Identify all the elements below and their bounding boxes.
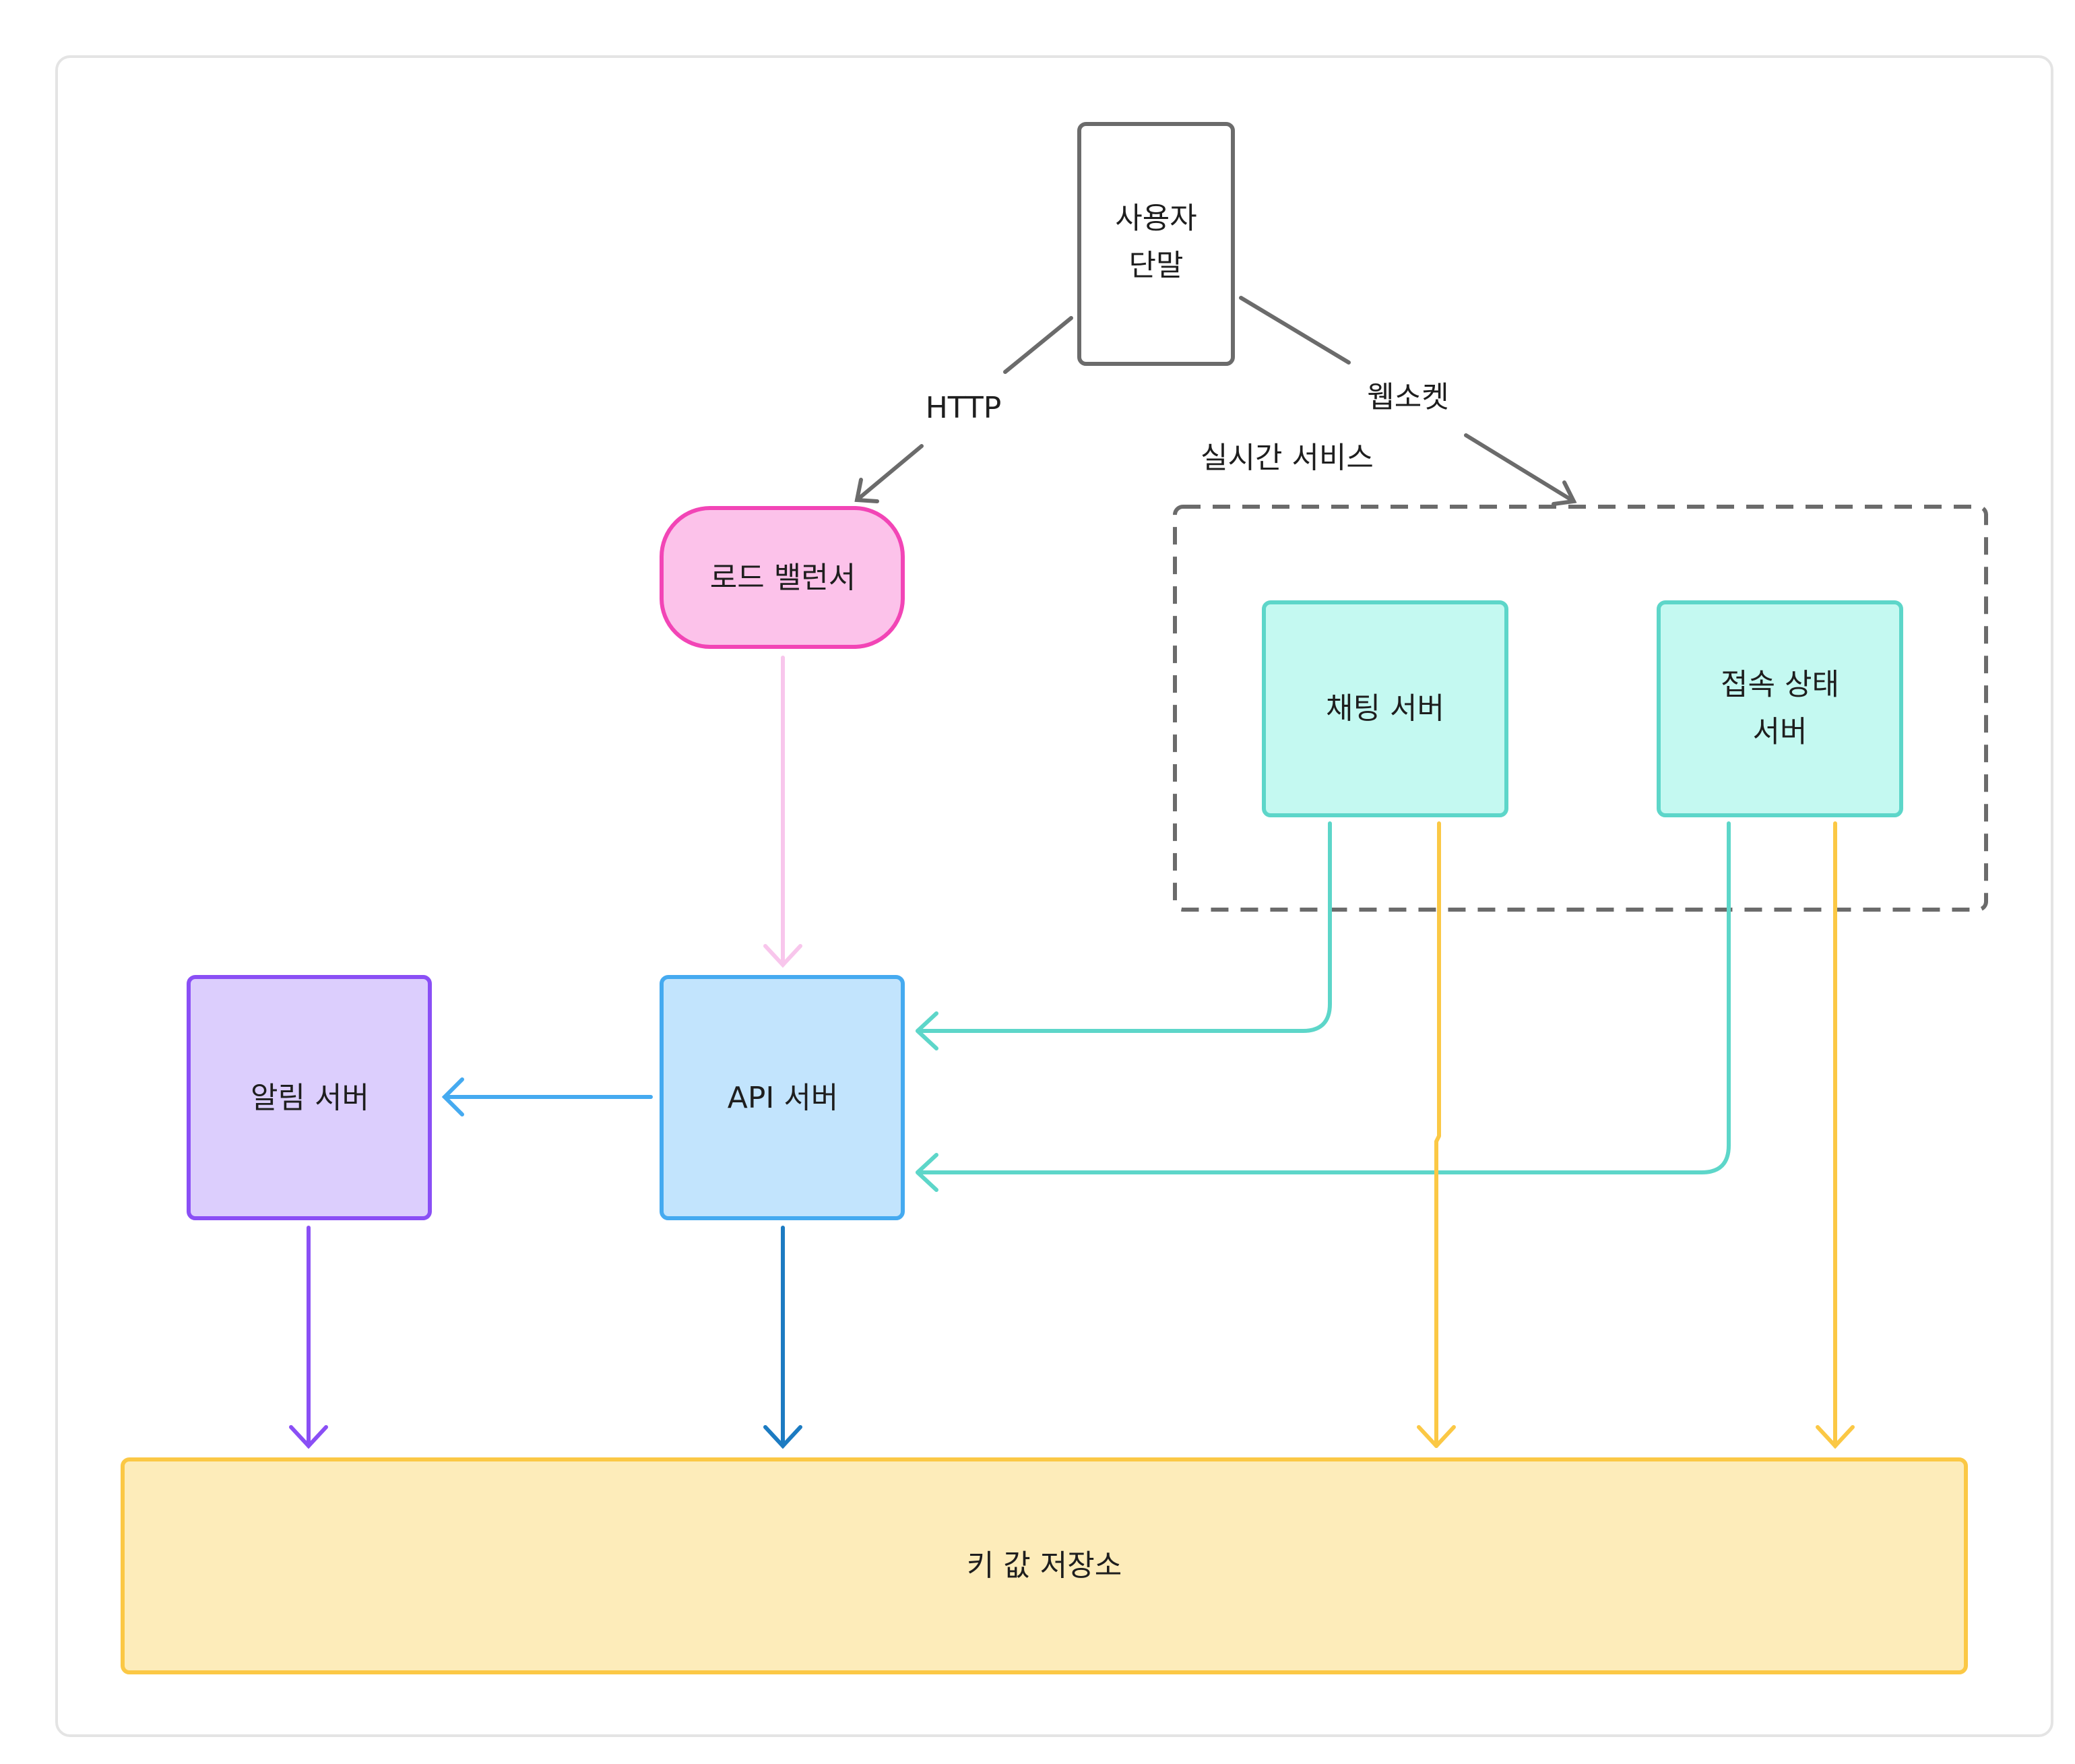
- load-balancer-node[interactable]: [660, 506, 905, 649]
- diagram-frame: [55, 55, 2053, 1737]
- presence-server-label-line2: 서버: [1752, 715, 1808, 749]
- api-server-node[interactable]: [660, 975, 905, 1220]
- websocket-edge-label: 웹소켓: [1367, 379, 1449, 414]
- user-device-node[interactable]: [1077, 122, 1235, 366]
- websocket-edge: [1239, 296, 1577, 506]
- notification-server-label: 알림 서버: [251, 1080, 369, 1115]
- chat-server-node[interactable]: [1262, 600, 1508, 817]
- load-balancer-label: 로드 밸런서: [709, 560, 856, 595]
- presence-server-label-line1: 접속 상태: [1721, 667, 1839, 702]
- api-server-label: API 서버: [727, 1080, 839, 1115]
- presence-to-kv-edge: [1816, 821, 1855, 1449]
- http-edge-label: HTTP: [925, 390, 1002, 425]
- api-to-notification-edge: [441, 1077, 653, 1116]
- presence-server-label: 접속 상태 서버: [1721, 662, 1839, 757]
- realtime-group-box: [1173, 505, 1988, 912]
- chat-to-kv-edge: [1417, 821, 1456, 1448]
- notification-to-kv-edge: [289, 1226, 328, 1449]
- realtime-group-label: 실시간 서비스: [1201, 440, 1374, 475]
- user-device-label: 사용자 단말: [1115, 195, 1196, 290]
- lb-to-api-edge: [763, 656, 802, 968]
- kv-store-label: 키 값 저장소: [966, 1548, 1122, 1583]
- notification-server-node[interactable]: [187, 975, 432, 1220]
- api-to-kv-edge: [763, 1226, 802, 1449]
- presence-server-node[interactable]: [1657, 600, 1903, 817]
- kv-store-node[interactable]: [121, 1457, 1968, 1674]
- user-device-label-line1: 사용자: [1115, 201, 1197, 236]
- chat-to-api-edge: [916, 821, 1332, 1050]
- user-device-label-line2: 단말: [1128, 249, 1184, 283]
- http-edge: [854, 316, 1073, 503]
- presence-to-api-edge: [916, 821, 1731, 1192]
- chat-server-label: 채팅 서버: [1326, 691, 1444, 726]
